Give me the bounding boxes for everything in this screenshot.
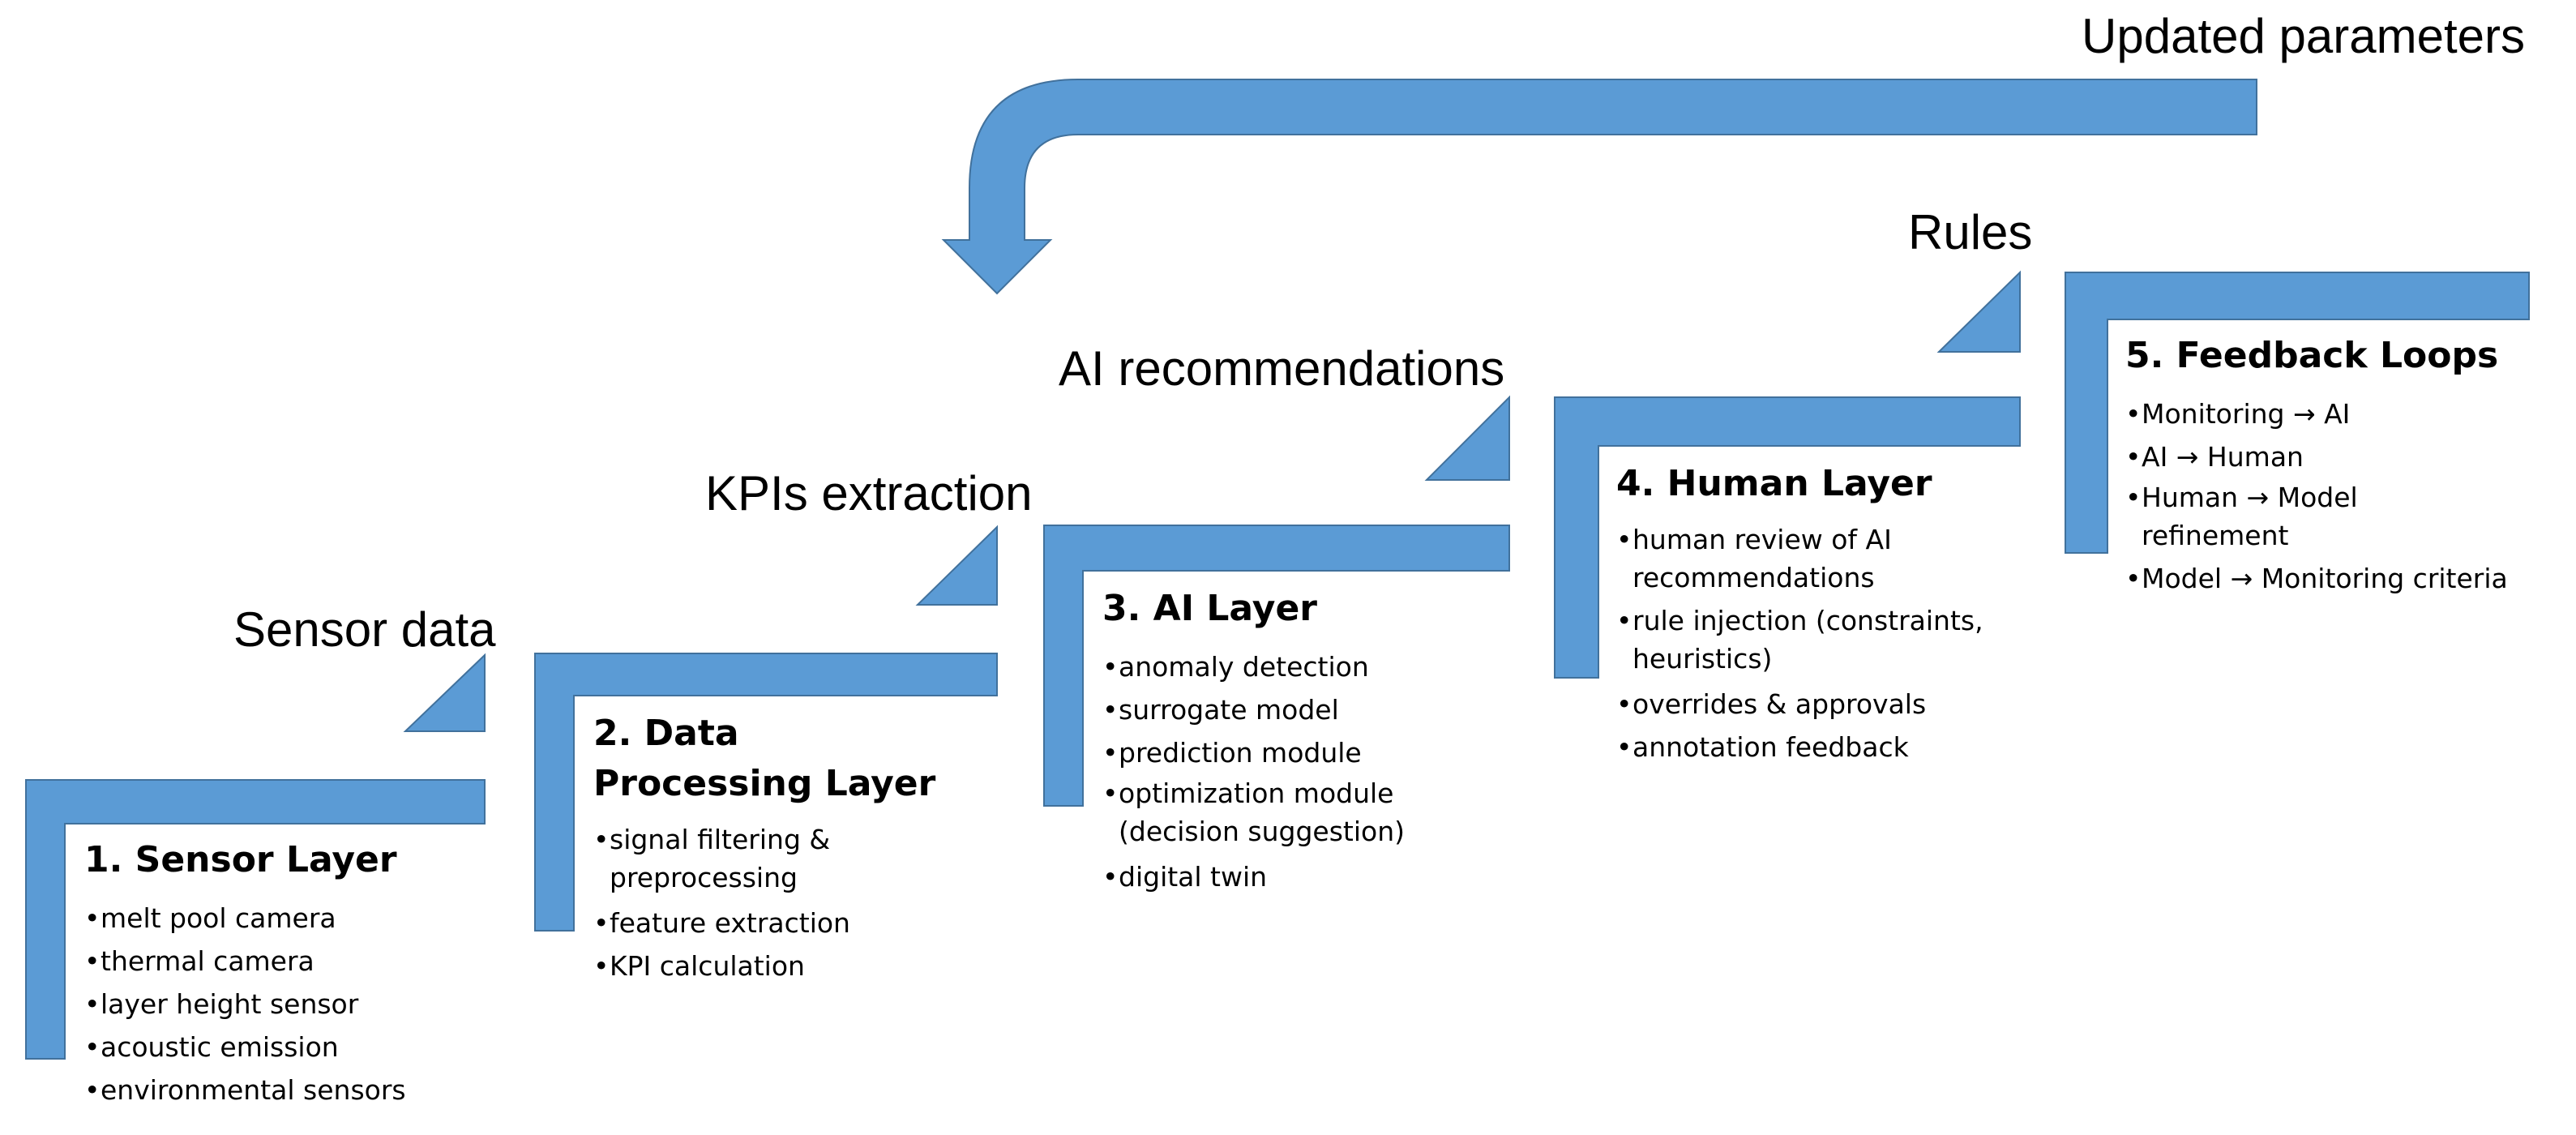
flow-label-updated-parameters: Updated parameters xyxy=(2082,9,2525,63)
layer-3-item: digital twin xyxy=(1102,855,1475,898)
layer-4-items: human review of AI recommendations rule … xyxy=(1616,520,2038,769)
layer-4-title: 4. Human Layer xyxy=(1616,463,1932,504)
layer-3-item: anomaly detection xyxy=(1102,645,1475,688)
layer-5-feedback-loops: 5. Feedback Loops Monitoring → AI AI → H… xyxy=(2125,331,2547,602)
layer-3-item: surrogate model xyxy=(1102,688,1475,731)
layer-5-item: Monitoring → AI xyxy=(2125,392,2547,435)
layer-5-items: Monitoring → AI AI → Human Human → Model… xyxy=(2125,392,2547,597)
layer-4-item: overrides & approvals xyxy=(1616,683,2038,726)
layer-4-item: rule injection (constraints, heuristics) xyxy=(1616,602,2046,678)
layer-1-sensor: 1. Sensor Layer melt pool camera thermal… xyxy=(84,835,473,1111)
layer-3-ai: 3. AI Layer anomaly detection surrogate … xyxy=(1102,584,1475,898)
step-4-bracket xyxy=(1554,396,2021,679)
layer-1-item: thermal camera xyxy=(84,940,473,983)
connector-triangle-2 xyxy=(915,525,998,606)
connector-triangle-4 xyxy=(1936,270,2021,353)
connector-triangle-1 xyxy=(403,653,486,732)
flow-label-ai-recommendations: AI recommendations xyxy=(1059,341,1505,396)
layer-1-item: environmental sensors xyxy=(84,1069,473,1111)
layer-2-items: signal filtering & preprocessing feature… xyxy=(593,820,950,987)
layer-5-item: Human → Model refinement xyxy=(2125,478,2433,555)
layer-4-human: 4. Human Layer human review of AI recomm… xyxy=(1616,459,2038,769)
layer-5-title: 5. Feedback Loops xyxy=(2125,335,2499,376)
layer-5-item: AI → Human xyxy=(2125,435,2547,478)
step-1-bracket xyxy=(25,779,486,1060)
layer-1-title: 1. Sensor Layer xyxy=(84,839,397,880)
layer-1-item: melt pool camera xyxy=(84,897,473,940)
layer-3-item: optimization module (decision suggestion… xyxy=(1102,774,1443,850)
flow-label-kpis-extraction: KPIs extraction xyxy=(705,466,1033,520)
layer-2-item: feature extraction xyxy=(593,902,950,944)
layer-1-item: acoustic emission xyxy=(84,1026,473,1069)
layer-2-item: KPI calculation xyxy=(593,944,950,987)
layer-2-data-processing: 2. Data Processing Layer signal filterin… xyxy=(593,709,950,987)
layer-1-item: layer height sensor xyxy=(84,983,473,1026)
layer-3-items: anomaly detection surrogate model predic… xyxy=(1102,645,1475,898)
step-3-bracket xyxy=(1043,525,1510,807)
layer-3-title: 3. AI Layer xyxy=(1102,588,1317,629)
layer-2-title: 2. Data Processing Layer xyxy=(593,713,936,804)
feedback-loop-arrow xyxy=(941,79,2257,295)
layer-2-item: signal filtering & preprocessing xyxy=(593,820,853,897)
connector-triangle-3 xyxy=(1424,395,1510,481)
flow-label-sensor-data: Sensor data xyxy=(233,602,496,657)
layer-3-item: prediction module xyxy=(1102,731,1475,774)
step-2-bracket xyxy=(534,653,998,932)
layer-5-item: Model → Monitoring criteria xyxy=(2125,559,2514,597)
step-5-bracket xyxy=(2065,272,2530,554)
flow-label-rules: Rules xyxy=(1908,205,2033,259)
layer-4-item: annotation feedback xyxy=(1616,726,2038,769)
layer-1-items: melt pool camera thermal camera layer he… xyxy=(84,897,473,1111)
layer-4-item: human review of AI recommendations xyxy=(1616,520,1924,597)
